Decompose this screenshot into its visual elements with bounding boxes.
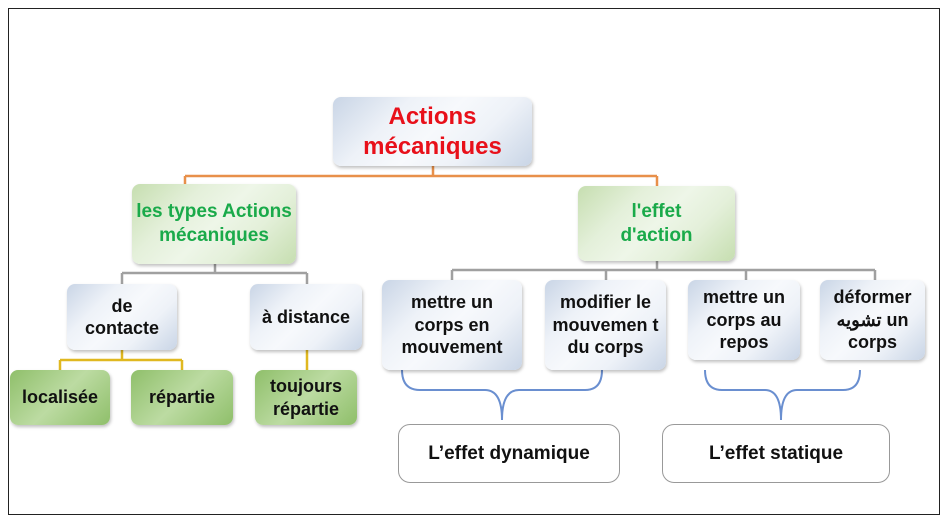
distributed-node: répartie xyxy=(131,370,233,425)
types-node: les types Actions mécaniques xyxy=(132,184,296,264)
static-effect-label: L’effet statique xyxy=(662,424,890,483)
effect-modify-node: modifier le mouvemen t du corps xyxy=(545,280,666,370)
root-node: Actions mécaniques xyxy=(333,97,532,166)
yellow-connectors xyxy=(58,350,309,370)
gray-connectors xyxy=(120,261,877,284)
distance-node: à distance xyxy=(250,284,362,350)
effect-move-node: mettre un corps en mouvement xyxy=(382,280,522,370)
bracket-dynamic xyxy=(401,369,603,421)
localized-node: localisée xyxy=(10,370,110,425)
root-connectors xyxy=(183,166,659,186)
diagram-frame xyxy=(8,8,940,515)
group-brackets xyxy=(401,369,861,421)
bracket-static xyxy=(704,369,861,421)
contact-node: de contacte xyxy=(67,284,177,350)
effect-rest-node: mettre un corps au repos xyxy=(688,280,800,360)
effect-node: l'effet d'action xyxy=(578,186,735,261)
effect-deform-node: déformer تشويه un corps xyxy=(820,280,925,360)
always-distributed-node: toujours répartie xyxy=(255,370,357,425)
dynamic-effect-label: L’effet dynamique xyxy=(398,424,620,483)
